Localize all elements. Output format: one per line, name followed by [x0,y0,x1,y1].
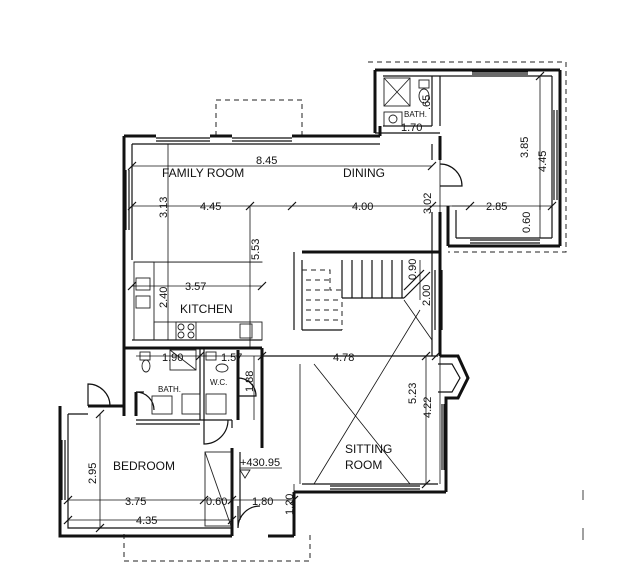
dimension-label: .65 [421,95,433,110]
windows [61,71,558,500]
dimension-label: 1.88 [244,371,256,392]
staircase [302,260,433,485]
room-label-sitting-line1: SITTING [345,442,392,456]
dimension-label: 4.45 [537,151,549,172]
dimension-label: 3.13 [158,197,170,218]
dimension-label: 4.45 [200,201,221,213]
dimension-label: 8.45 [256,155,277,167]
dimension-label: 2.95 [87,463,99,484]
dimension-label: 3.85 [519,137,531,158]
room-label-wc: W.C. [210,378,227,387]
dimension-label: 4.22 [422,397,434,418]
room-label-sitting-line2: ROOM [345,458,382,472]
projection-dashed-outlines [123,61,567,562]
dimension-label: 0.60 [206,496,227,508]
dimension-label: 1.80 [252,496,273,508]
dimension-label: 4.35 [136,515,157,527]
dimension-label: 3.57 [185,281,206,293]
dimension-label: 4.00 [352,201,373,213]
dimension-label: 2.40 [158,287,170,308]
doors [87,163,463,529]
dimension-label: 5.53 [250,239,262,260]
fixtures [133,77,430,527]
dimension-lines [63,71,584,540]
dimension-label: 1.90 [162,352,183,364]
dimension-label: 4.78 [333,352,354,364]
room-label-family-room: FAMILY ROOM [162,166,244,180]
dimension-label: 3.75 [125,496,146,508]
dimension-label: 2.85 [486,201,507,213]
dimension-label: 1.57 [221,352,242,364]
dimension-label: 5.23 [407,383,419,404]
room-label-bedroom: BEDROOM [113,459,175,473]
dimension-label: 0.90 [407,259,419,280]
room-label-kitchen: KITCHEN [180,302,233,316]
room-label-bath-lower: BATH. [158,385,181,394]
dimension-label: 1.20 [284,494,296,515]
level-marker [239,467,282,479]
room-label-dining: DINING [343,166,385,180]
dimension-label: 0.60 [521,212,533,233]
exterior-walls [58,68,562,538]
dimension-label: 2.00 [421,285,433,306]
dimension-label: 1.70 [401,122,422,134]
level-marker-label: +430.95 [240,457,280,469]
dimension-label: 3.02 [422,193,434,214]
room-label-bath-upper: BATH. [404,110,427,119]
